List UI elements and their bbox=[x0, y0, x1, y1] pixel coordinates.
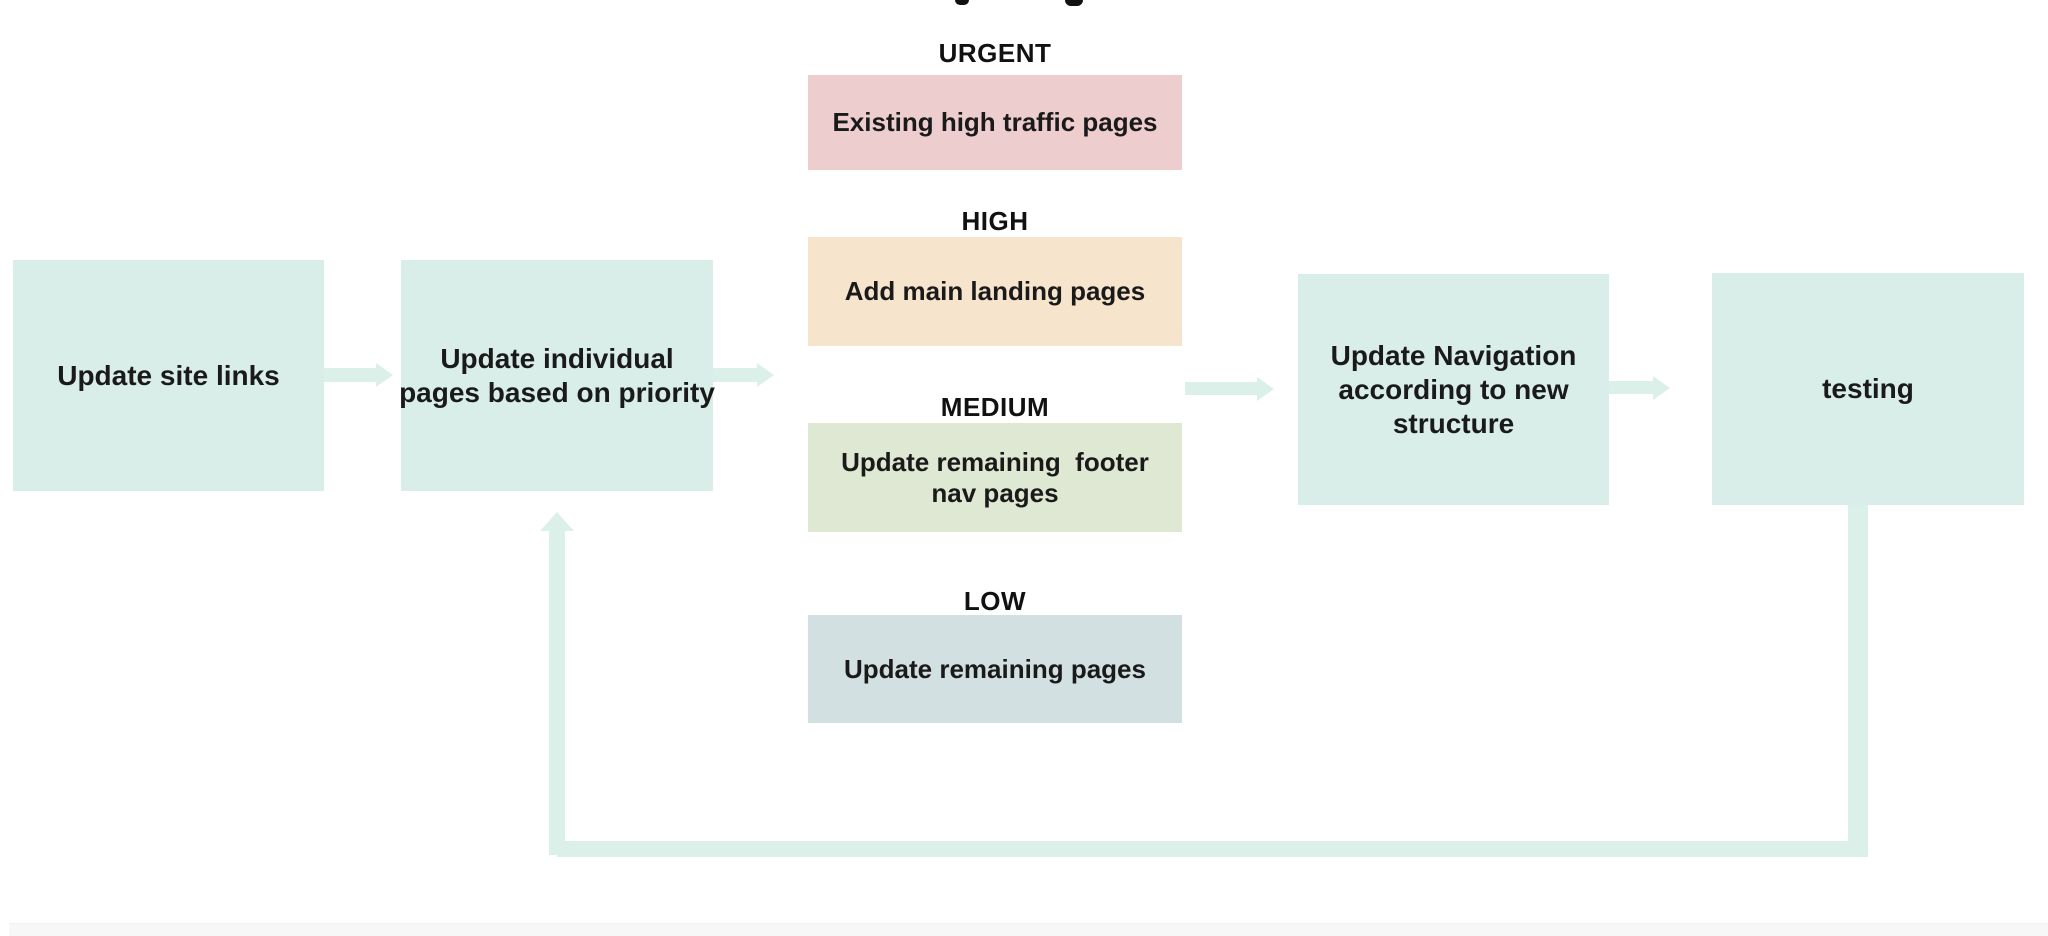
task-existing-high-traffic-pages: Existing high traffic pages bbox=[808, 75, 1182, 170]
node-label: Update individual bbox=[440, 342, 674, 374]
arrow-right-icon bbox=[324, 368, 377, 382]
task-label: Add main landing pages bbox=[844, 276, 1146, 306]
node-label: structure bbox=[1392, 407, 1515, 439]
node-label: pages based on priority bbox=[399, 376, 715, 408]
task-label: nav pages bbox=[931, 477, 1059, 508]
priority-label-high: HIGH bbox=[961, 206, 1029, 236]
loop-line-up bbox=[549, 530, 565, 855]
node-label: Update site links bbox=[57, 359, 280, 391]
node-label: testing bbox=[1822, 373, 1914, 404]
loop-line-bottom bbox=[557, 841, 1868, 857]
task-label: Update remaining footer bbox=[841, 446, 1149, 477]
clipped-title-fragment bbox=[955, 0, 969, 5]
arrow-right-icon bbox=[1609, 381, 1654, 394]
node-testing: testing bbox=[1712, 273, 2024, 505]
priority-label-urgent: URGENT bbox=[938, 38, 1052, 68]
node-update-individual-pages: Update individual pages based on priorit… bbox=[399, 260, 715, 491]
arrowhead-right-icon bbox=[757, 363, 774, 387]
node-label: Update Navigation bbox=[1330, 339, 1577, 371]
priority-label-medium: MEDIUM bbox=[940, 392, 1050, 422]
clipped-title-fragment bbox=[1065, 0, 1083, 6]
arrow-right-icon bbox=[713, 368, 758, 382]
task-label: Existing high traffic pages bbox=[832, 107, 1158, 137]
bottom-page-edge bbox=[9, 923, 2048, 936]
node-update-navigation: Update Navigation according to new struc… bbox=[1298, 274, 1609, 505]
task-update-remaining-pages: Update remaining pages bbox=[808, 615, 1182, 723]
arrowhead-up-icon bbox=[540, 512, 574, 531]
priority-label-low: LOW bbox=[963, 586, 1027, 616]
node-label: according to new bbox=[1338, 373, 1569, 405]
arrowhead-right-icon bbox=[1653, 376, 1670, 400]
task-add-main-landing-pages: Add main landing pages bbox=[808, 237, 1182, 346]
arrow-right-icon bbox=[1185, 382, 1258, 395]
task-update-remaining-footer-nav-pages: Update remaining footer nav pages bbox=[808, 423, 1182, 532]
arrowhead-right-icon bbox=[1257, 377, 1274, 401]
node-update-site-links: Update site links bbox=[13, 260, 324, 491]
arrowhead-right-icon bbox=[376, 363, 393, 387]
loop-line-down bbox=[1848, 505, 1868, 857]
task-label: Update remaining pages bbox=[844, 653, 1146, 684]
